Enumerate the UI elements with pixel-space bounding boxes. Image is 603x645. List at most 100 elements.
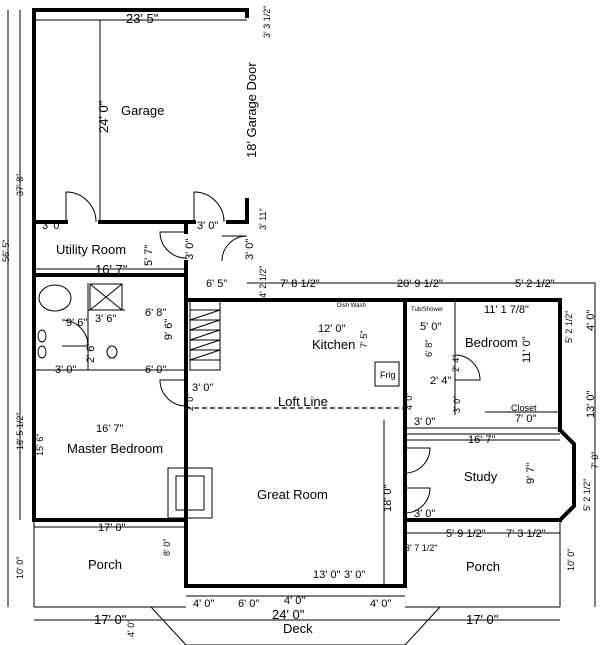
dim-6-0: 6' 0" xyxy=(238,598,259,610)
room-label-study: Study xyxy=(464,469,498,484)
dim-4-0-r: 4' 0" xyxy=(585,310,597,331)
dim-5-2half-bay: 5' 2 1/2" xyxy=(582,479,592,511)
dim-4-2half: 4' 2 1/2" xyxy=(258,266,268,298)
dim-8-0: 8' 0" xyxy=(162,539,172,556)
dish-wash-label: Dish Wash xyxy=(337,303,366,309)
dim-6-0-bath: 6' 0" xyxy=(145,364,166,376)
room-label-porch-right: Porch xyxy=(466,559,500,574)
dim-13-0: 13' 0" xyxy=(585,390,597,418)
dim-porch-depth-left: 10' 0" xyxy=(15,557,25,579)
dim-garage-section: 37' 8" xyxy=(15,174,25,196)
dim-3-0-stair: 3' 0" xyxy=(192,382,213,394)
tub-shower-label: Tub/Shower xyxy=(411,307,443,313)
dim-great-depth: 18' 0" xyxy=(382,484,394,512)
study-door-swing xyxy=(404,447,431,474)
bay-window xyxy=(557,427,576,523)
dim-utility-width: 16' 7" xyxy=(95,262,128,277)
dim-5-0: 5' 0" xyxy=(420,321,441,333)
room-label-bedroom: Bedroom xyxy=(465,335,518,350)
room-label-kitchen: Kitchen xyxy=(312,337,355,352)
sink-2 xyxy=(37,345,47,359)
dim-overall-depth: 56' 5" xyxy=(1,240,11,262)
frig-label: Frig xyxy=(380,370,396,380)
dim-3-0-b: 3' 0" xyxy=(344,569,365,581)
dim-3-0-door: 3' 0" xyxy=(244,239,256,260)
room-label-garage: Garage xyxy=(121,103,164,118)
bath-door-swing xyxy=(61,319,89,347)
room-label-closet: Closet xyxy=(511,403,537,413)
dim-7-8half: 7' 8 1/2" xyxy=(280,278,320,290)
dim-7-5: 7' 5" xyxy=(359,331,369,348)
dim-3-11: 3' 11" xyxy=(258,208,268,230)
garage-door-right-swing xyxy=(193,191,225,223)
room-label-deck: Deck xyxy=(283,621,313,636)
dim-deck-left: 17' 0" xyxy=(94,612,127,627)
dimension-lines xyxy=(7,10,596,621)
dim-2-4a: 2' 4" xyxy=(451,355,461,372)
dim-3-3half: 3' 3 1/2" xyxy=(262,6,272,38)
dim-3-0-study-door: 3' 0" xyxy=(414,508,435,520)
garage-wall xyxy=(32,8,249,224)
bedroom-door-swing xyxy=(454,354,481,381)
exterior-walls xyxy=(32,8,576,588)
study-door2-swing xyxy=(404,487,431,514)
stairs xyxy=(189,299,221,371)
dim-20-9half: 20' 9 1/2" xyxy=(397,278,443,290)
dim-study-depth: 9' 7" xyxy=(525,463,537,484)
loft-line-label: Loft Line xyxy=(278,394,328,409)
dimension-labels: 23' 5" 24' 0" 18' Garage Door 3' 3 1/2" … xyxy=(1,6,600,637)
deck-outline xyxy=(150,606,441,645)
dim-porch-right-depth: 10' 0" xyxy=(566,549,576,571)
utility-door-right-swing xyxy=(221,235,248,262)
dim-4-0-deck: 4' 0" xyxy=(126,620,136,637)
interior-lines xyxy=(33,283,561,645)
dim-6-8-bath: 6' 8" xyxy=(145,307,166,319)
dim-2-4b: 2' 4" xyxy=(430,375,451,387)
dim-4-0-bed: 4' 0" xyxy=(404,393,414,410)
tub xyxy=(38,284,72,312)
shower-stall xyxy=(89,283,123,311)
dim-g-door-right: 3' 0" xyxy=(197,220,218,232)
dim-3-0-util: 3' 0" xyxy=(184,239,196,260)
dim-3-7half: 3' 7 1/2" xyxy=(405,543,437,553)
dim-deck-mid: 24' 0" xyxy=(272,607,305,622)
room-label-utility: Utility Room xyxy=(56,242,126,257)
dim-5-7: 5' 7" xyxy=(143,245,155,266)
dim-closet-width: 7' 0" xyxy=(515,413,536,425)
dim-garage-door: 18' Garage Door xyxy=(244,62,259,158)
toilet xyxy=(106,345,118,359)
dim-6-8-kit: 6' 8" xyxy=(424,340,434,357)
garage-door-left-swing xyxy=(65,191,97,223)
master-door-swing xyxy=(159,379,187,407)
dim-5-9half: 5' 9 1/2" xyxy=(446,528,486,540)
utility-door-swing xyxy=(159,231,187,259)
dim-5-2half-r: 5' 2 1/2" xyxy=(564,311,574,343)
dim-4-0-b: 4' 0" xyxy=(284,595,305,607)
fireplace-hearth xyxy=(175,475,205,511)
fixture-labels: Dish Wash Frig Tub/Shower xyxy=(337,303,443,380)
dim-4-0-a: 4' 0" xyxy=(193,598,214,610)
dim-9-6-v: 9' 6" xyxy=(163,319,175,340)
dim-12-0: 12' 0" xyxy=(318,323,346,335)
dim-2-6: 2' 6" xyxy=(85,342,97,363)
dim-4-0-c: 4' 0" xyxy=(370,598,391,610)
dim-study-width: 16' 7" xyxy=(468,434,496,446)
dim-garage-width: 23' 5" xyxy=(126,11,159,26)
dim-master-width: 16' 7" xyxy=(96,423,124,435)
frig-box xyxy=(374,361,400,387)
dim-7-3half: 7' 3 1/2" xyxy=(506,528,546,540)
room-label-master: Master Bedroom xyxy=(67,441,163,456)
dim-13-0-a: 13' 0" xyxy=(313,569,341,581)
sink-1 xyxy=(37,329,47,343)
dim-bed-depth: 11' 0" xyxy=(521,336,533,363)
room-label-great: Great Room xyxy=(257,487,328,502)
dim-lower-section: 18' 5 1/2" xyxy=(15,413,25,450)
fireplace xyxy=(167,467,213,519)
dim-3-0-bed: 3' 0" xyxy=(452,396,462,413)
dim-2-0: 2' 0" xyxy=(185,394,195,411)
dim-7-0-bay: 7' 0" xyxy=(590,452,600,469)
dim-deck-right: 17' 0" xyxy=(466,612,499,627)
doors xyxy=(61,191,481,514)
dim-6-5: 6' 5" xyxy=(206,278,227,290)
